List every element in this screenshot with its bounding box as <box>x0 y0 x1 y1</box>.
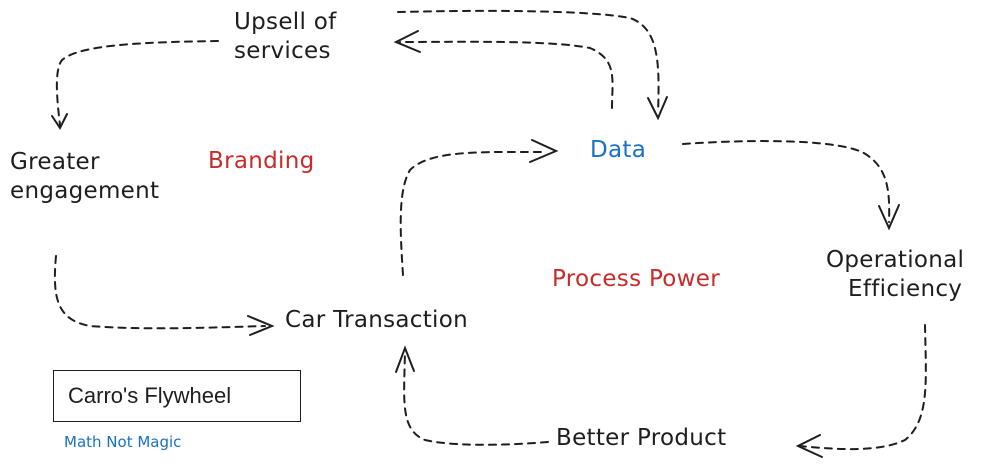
edges <box>51 9 927 458</box>
node-upsell-of-services: Upsell of services <box>234 8 337 67</box>
node-product-label: Better Product <box>556 425 727 451</box>
node-efficiency-line-1: Operational <box>826 247 965 273</box>
edge-engagement-to-transaction <box>53 255 266 330</box>
edge-product-to-transaction <box>403 351 549 446</box>
edge-transaction-to-data-arrowhead <box>529 139 559 163</box>
edge-upsell-to-data <box>397 9 660 113</box>
edge-product-to-transaction-arrowhead <box>395 345 415 373</box>
node-engagement-line-1: Greater <box>10 149 100 175</box>
theme-branding: Branding <box>208 148 315 174</box>
edge-engagement-to-transaction-arrowhead <box>247 315 275 336</box>
theme-process-power: Process Power <box>552 266 720 292</box>
diagram-title: Carro's Flywheel <box>68 383 232 408</box>
node-efficiency-line-2: Efficiency <box>848 276 963 303</box>
edge-transaction-to-data <box>399 150 546 276</box>
node-greater-engagement: Greater engagement <box>10 148 159 207</box>
node-car-transaction: Car Transaction <box>285 306 468 335</box>
node-operational-efficiency: Operational Efficiency <box>826 246 964 305</box>
edge-data-to-efficiency-arrowhead <box>878 204 900 231</box>
edge-upsell-to-engagement <box>55 40 219 126</box>
node-transaction-label: Car Transaction <box>285 307 468 333</box>
diagram-subtitle: Math Not Magic <box>64 433 182 451</box>
node-engagement-line-2: engagement <box>10 178 160 205</box>
edge-upsell-to-engagement-arrowhead <box>51 113 68 130</box>
edge-data-to-efficiency <box>682 140 891 223</box>
node-upsell-line-1: Upsell of <box>234 9 337 35</box>
edge-efficiency-to-product <box>799 324 927 451</box>
edge-efficiency-to-product-arrowhead <box>795 434 823 458</box>
node-upsell-line-2: services <box>234 38 331 65</box>
edge-data-to-upsell-arrowhead <box>393 30 421 53</box>
edge-data-to-upsell <box>399 40 614 109</box>
node-data: Data <box>590 136 646 165</box>
edge-upsell-to-data-arrowhead <box>647 96 668 121</box>
node-better-product: Better Product <box>556 424 726 453</box>
diagram-title-box: Carro's Flywheel <box>53 370 301 422</box>
node-data-label: Data <box>590 137 647 163</box>
